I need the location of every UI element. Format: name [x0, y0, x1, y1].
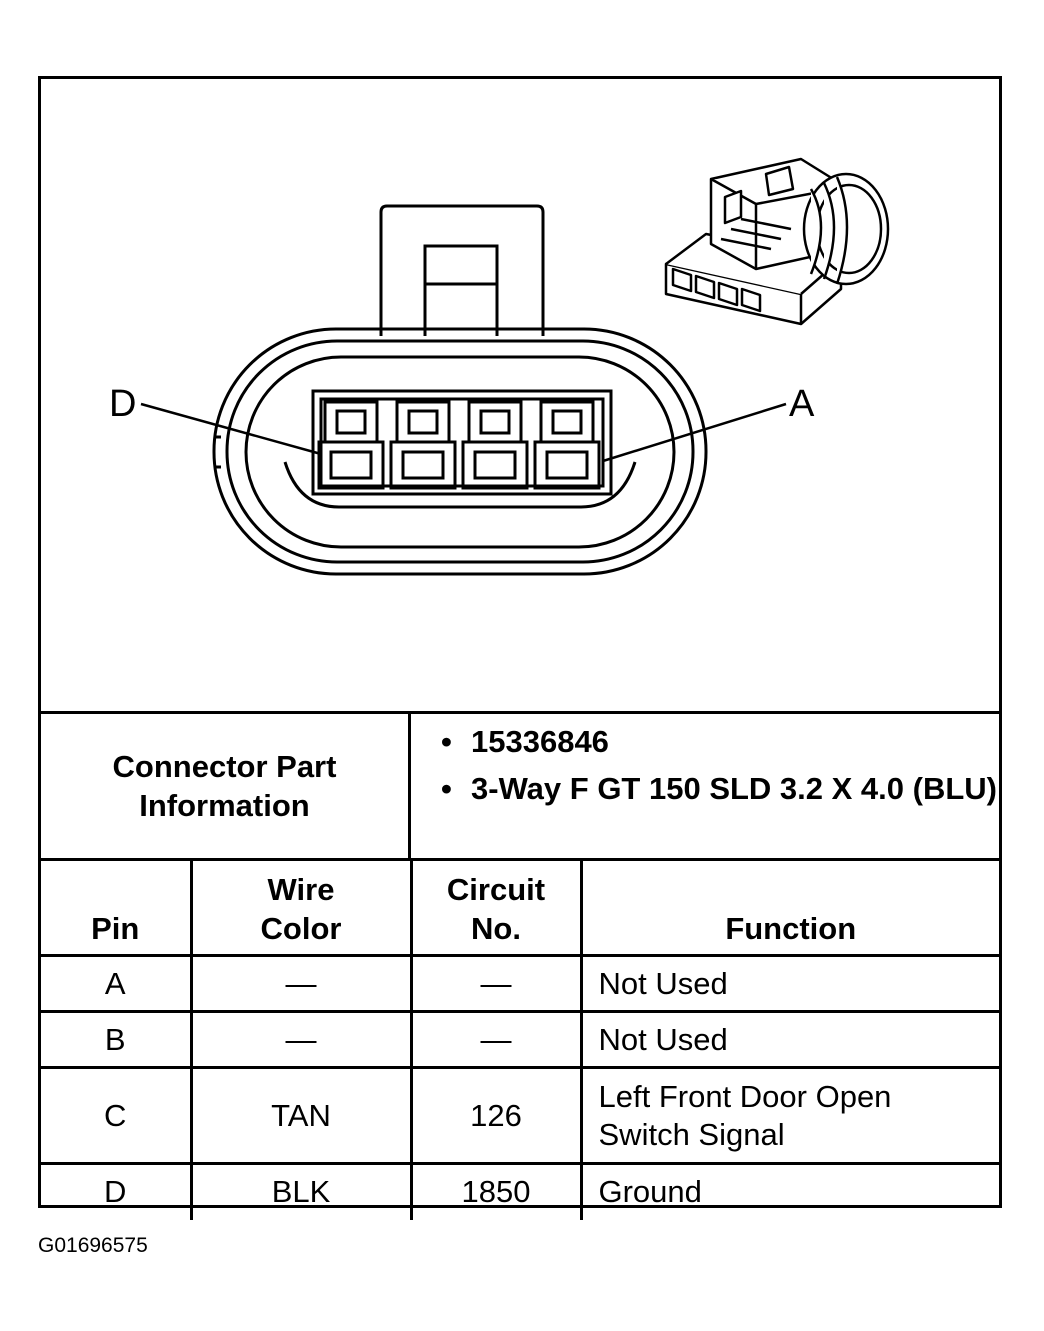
part-info-list: 15336846 3-Way F GT 150 SLD 3.2 X 4.0 (B… — [411, 714, 999, 858]
cell-pin: A — [41, 954, 193, 1013]
pin-label-d: D — [109, 383, 136, 425]
figure-id: G01696575 — [38, 1234, 148, 1257]
table-row: B — — Not Used — [41, 1010, 999, 1069]
pin-label-a: A — [789, 383, 815, 425]
cell-circuit: — — [409, 954, 583, 1013]
pin-cavity-housing — [283, 389, 637, 509]
pin-cavity-c — [389, 400, 457, 490]
pin-cavity-b — [461, 400, 529, 490]
leader-line-d — [140, 402, 322, 456]
header-function: Function — [579, 858, 999, 957]
cell-wire-color: — — [189, 1010, 413, 1069]
cell-pin: C — [41, 1066, 193, 1165]
cell-circuit: — — [409, 1010, 583, 1069]
cell-wire-color: — — [189, 954, 413, 1013]
connector-diagram: D A — [41, 79, 999, 711]
connector-isometric-illustration — [664, 157, 890, 326]
cell-function: Not Used — [579, 1010, 999, 1069]
cell-pin: D — [41, 1162, 193, 1220]
pin-cavity-a — [533, 400, 601, 490]
pin-cavity-d — [317, 400, 385, 490]
cell-wire-color: BLK — [189, 1162, 413, 1220]
cell-function: Ground — [579, 1162, 999, 1220]
part-info-heading: Connector Part Information — [41, 714, 411, 858]
cell-circuit: 126 — [409, 1066, 583, 1165]
connector-part-information: Connector Part Information 15336846 3-Wa… — [41, 711, 999, 858]
header-pin: Pin — [41, 858, 193, 957]
cell-pin: B — [41, 1010, 193, 1069]
part-number: 15336846 — [441, 722, 999, 761]
leader-line-a — [602, 402, 787, 463]
cell-function: Not Used — [579, 954, 999, 1013]
table-row: D BLK 1850 Ground — [41, 1162, 999, 1220]
diagram-frame: D A Connector Part — [38, 76, 1002, 1220]
cell-wire-color: TAN — [189, 1066, 413, 1165]
part-info-heading-line1: Connector Part — [112, 749, 337, 784]
cell-circuit: 1850 — [409, 1162, 583, 1220]
connector-description: 3-Way F GT 150 SLD 3.2 X 4.0 (BLU) — [441, 769, 999, 808]
connector-housing — [212, 327, 708, 576]
part-info-heading-line2: Information — [139, 788, 310, 823]
connector-latch-tab — [379, 204, 545, 336]
table-row: A — — Not Used — [41, 954, 999, 1013]
